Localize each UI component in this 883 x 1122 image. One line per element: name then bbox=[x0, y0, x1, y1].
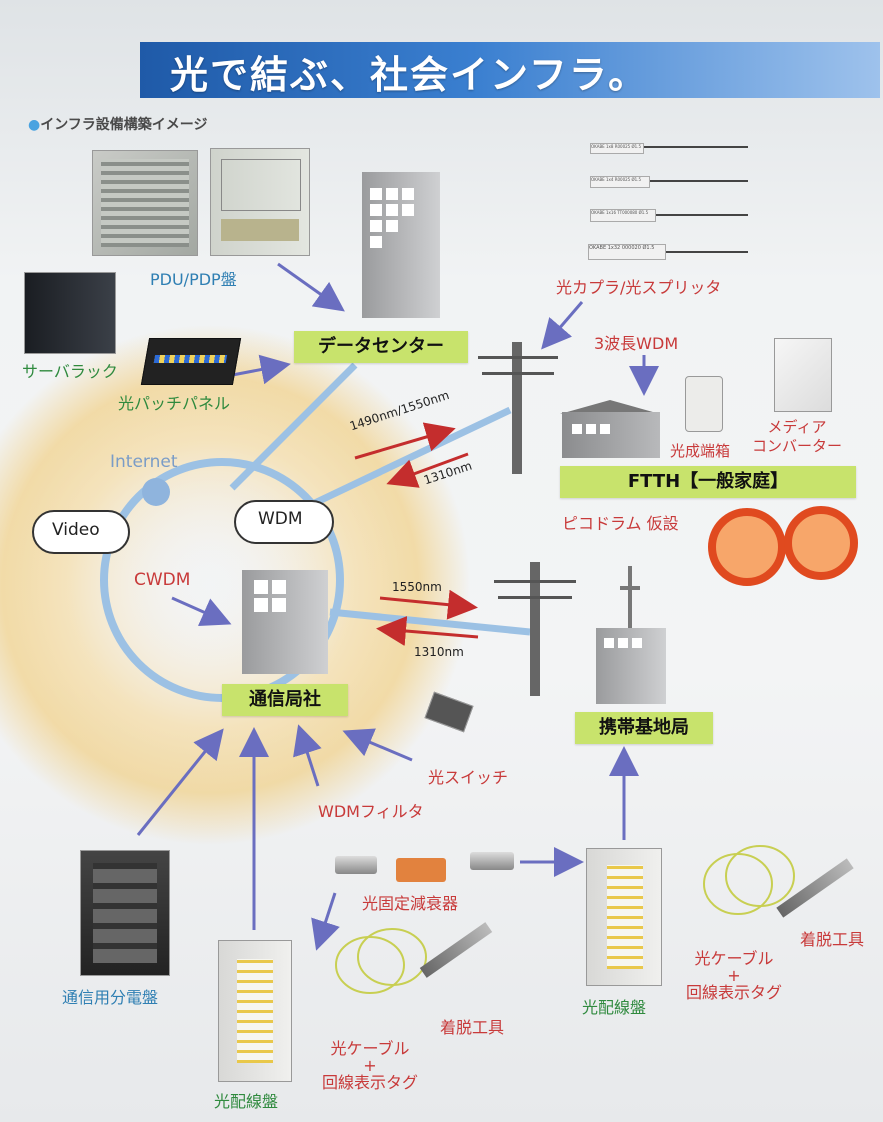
cable-coil-right bbox=[703, 845, 795, 915]
label-wdm-filter: WDMフィルタ bbox=[318, 802, 424, 821]
label-cwdm: CWDM bbox=[134, 570, 191, 590]
arrow-attenuator-left bbox=[311, 892, 340, 951]
bullet-icon: ● bbox=[28, 117, 41, 133]
red-arrow-3 bbox=[379, 589, 478, 620]
label-fdf-right: 光配線盤 bbox=[582, 998, 647, 1017]
label-internet: Internet bbox=[110, 452, 178, 472]
link-pole-top bbox=[298, 406, 512, 514]
label-tool-left: 着脱工具 bbox=[440, 1018, 505, 1037]
label-cable-tag-left: 光ケーブル + 回線表示タグ bbox=[322, 1039, 419, 1092]
arrow-switch bbox=[342, 728, 413, 762]
cloud-video bbox=[32, 510, 130, 554]
label-patch-panel: 光パッチパネル bbox=[118, 394, 231, 413]
node-data-center: データセンター bbox=[294, 331, 468, 363]
splitter-tag: OKABE 1x16 TT000080 Ø1.5 bbox=[590, 209, 656, 222]
title-banner bbox=[140, 42, 880, 98]
fdf-left-photo bbox=[218, 940, 292, 1082]
ring-node bbox=[142, 478, 170, 506]
node-mobile-base: 携帯基地局 bbox=[575, 712, 713, 744]
red-arrow-4 bbox=[376, 616, 479, 646]
node-ftth: FTTH【一般家庭】 bbox=[560, 466, 856, 498]
pdu-panel-photo bbox=[210, 148, 310, 256]
media-converter-device bbox=[774, 338, 832, 412]
splitter-tag: OKABE 1x8 R00025 Ø1.5 bbox=[590, 143, 644, 154]
datacenter-building bbox=[362, 172, 440, 318]
label-wdm3: 3波長WDM bbox=[594, 334, 679, 353]
arrow-coupler bbox=[541, 301, 584, 350]
mobile-base-building bbox=[596, 628, 666, 704]
office-building bbox=[242, 570, 328, 674]
onu-device bbox=[685, 376, 723, 432]
red-arrow-2 bbox=[386, 452, 469, 488]
arrow-wdm-filter bbox=[293, 724, 322, 787]
label-coupler: 光カプラ/光スプリッタ bbox=[556, 278, 722, 297]
label-media-converter: メディア コンバーター bbox=[752, 418, 843, 455]
label-pico-drum: ピコドラム 仮設 bbox=[562, 514, 679, 533]
label-pdu: PDU/PDP盤 bbox=[150, 270, 237, 289]
fdf-right-photo bbox=[586, 848, 662, 986]
label-video: Video bbox=[52, 520, 100, 540]
cloud-wdm bbox=[234, 500, 334, 544]
attenuator-3 bbox=[470, 852, 514, 870]
label-wdm-cloud: WDM bbox=[258, 509, 303, 529]
label-1550: 1550nm bbox=[392, 580, 442, 594]
patch-panel-photo bbox=[140, 338, 242, 385]
cable-coil-left bbox=[335, 928, 427, 994]
link-pole-bottom bbox=[329, 608, 531, 636]
distribution-panel-photo bbox=[80, 850, 170, 976]
arrow-pdu bbox=[277, 262, 345, 312]
label-attenuator: 光固定減衰器 bbox=[362, 894, 459, 913]
attenuator-2 bbox=[396, 858, 446, 882]
label-distribution-panel: 通信用分電盤 bbox=[62, 988, 159, 1007]
page-title: 光で結ぶ、社会インフラ。 bbox=[170, 53, 649, 97]
arrow-distribution bbox=[136, 728, 224, 836]
splitter-tag: OKABE 1x32 000020 Ø1.5 bbox=[588, 244, 666, 260]
label-optical-switch: 光スイッチ bbox=[428, 768, 509, 787]
red-arrow-1 bbox=[354, 422, 456, 460]
server-rack-photo bbox=[24, 272, 116, 354]
subtitle-row: ●インフラ設備構築イメージ bbox=[28, 114, 208, 134]
label-server-rack: サーバラック bbox=[22, 362, 118, 381]
pico-drum-2 bbox=[784, 506, 858, 580]
pico-drum-1 bbox=[708, 508, 786, 586]
page-subtitle: インフラ設備構築イメージ bbox=[40, 117, 208, 133]
link-datacenter bbox=[229, 362, 358, 491]
label-1310-bottom: 1310nm bbox=[414, 645, 464, 659]
label-tool-right: 着脱工具 bbox=[800, 930, 865, 949]
control-panel-photo bbox=[92, 150, 198, 256]
node-office: 通信局社 bbox=[222, 684, 348, 716]
label-onu: 光成端箱 bbox=[670, 442, 731, 460]
label-cable-tag-right: 光ケーブル + 回線表示タグ bbox=[686, 949, 783, 1002]
splitter-tag: OKABE 1x4 R00025 Ø1.5 bbox=[590, 176, 650, 188]
attenuator-1 bbox=[335, 856, 377, 874]
label-fdf-left: 光配線盤 bbox=[214, 1092, 279, 1111]
arrow-cwdm bbox=[171, 596, 232, 626]
